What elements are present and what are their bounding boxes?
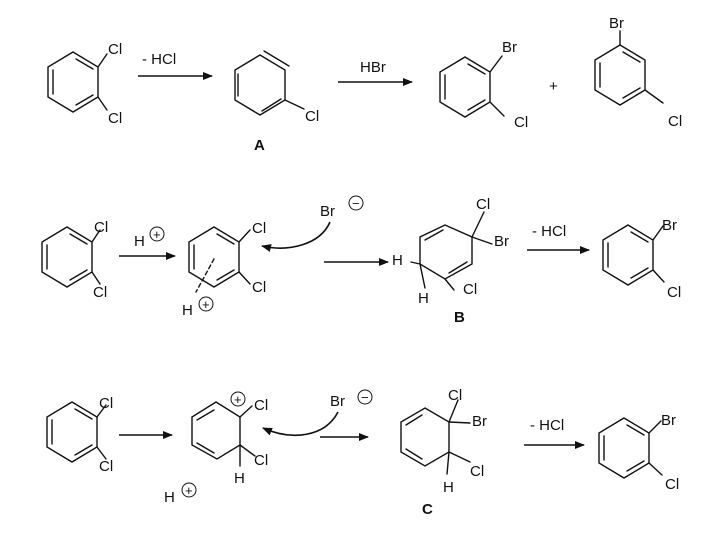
curved-attack-arrow xyxy=(262,411,339,436)
dichlorobenzene-row3: Cl Cl xyxy=(46,395,113,475)
hydrogen-atom: H xyxy=(418,290,429,307)
benzyne-a: Cl xyxy=(234,50,319,125)
chlorine-atom: Cl xyxy=(252,220,266,237)
chlorine-atom: Cl xyxy=(665,476,679,493)
negative-charge-icon xyxy=(357,389,373,405)
chlorine-atom: Cl xyxy=(667,284,681,301)
reagent-minus-hcl: - HCl xyxy=(142,51,176,68)
row-1-benzyne-pathway: Cl Cl - HCl Cl A HBr Br Cl + xyxy=(47,15,682,154)
charge-symbol: + xyxy=(234,392,242,407)
charge-symbol: + xyxy=(202,297,210,312)
positive-charge-icon xyxy=(149,226,165,242)
hydrogen-atom: H xyxy=(234,470,245,487)
charge-symbol: − xyxy=(361,390,369,405)
negative-charge-icon xyxy=(348,195,364,211)
charge-symbol: − xyxy=(352,196,360,211)
positive-charge-icon xyxy=(230,391,246,407)
bromine-atom: Br xyxy=(662,217,677,234)
bromine-atom: Br xyxy=(472,413,487,430)
compound-label-c: C xyxy=(422,501,433,518)
bromine-atom: Br xyxy=(494,233,509,250)
hydrogen-atom: H xyxy=(392,252,403,269)
bromochlorobenzene-product-row3: Br Cl xyxy=(598,412,679,493)
hydrogen-atom: H xyxy=(182,302,193,319)
plus-sign: + xyxy=(549,78,558,95)
dichlorobenzene-row1: Cl Cl xyxy=(47,41,122,127)
charge-symbol: + xyxy=(153,227,161,242)
reagent-hbr: HBr xyxy=(360,59,386,76)
chlorine-atom: Cl xyxy=(93,284,107,301)
pi-complex: Cl Cl H + xyxy=(182,220,266,319)
bromide-anion: Br xyxy=(320,203,335,220)
compound-label-a: A xyxy=(254,137,265,154)
positive-charge-icon xyxy=(181,482,197,498)
curved-attack-arrow xyxy=(261,221,331,252)
dichlorobenzene-row2: Cl Cl xyxy=(41,219,108,301)
proton-byproduct: H xyxy=(164,489,175,506)
row-2-protonation-pathway: Cl Cl H + Cl Cl H + Br − xyxy=(41,195,681,326)
arenium-cation: + Cl Cl H xyxy=(191,391,268,487)
row-3-arenium-pathway: Cl Cl + Cl Cl H H + Br − xyxy=(46,387,679,518)
intermediate-b: Cl Br Cl H H xyxy=(392,196,509,307)
reagent-minus-hcl: - HCl xyxy=(530,417,564,434)
chlorine-atom: Cl xyxy=(108,110,122,127)
hydrogen-atom: H xyxy=(443,479,454,496)
compound-label-b: B xyxy=(454,309,465,326)
bromochlorobenzene-ortho: Br Cl xyxy=(439,39,528,131)
chlorine-atom: Cl xyxy=(254,452,268,469)
chlorine-atom: Cl xyxy=(476,196,490,213)
chlorine-atom: Cl xyxy=(463,281,477,298)
proton-reagent: H xyxy=(134,233,145,250)
bromochlorobenzene-meta: Br Cl xyxy=(594,15,682,130)
bromine-atom: Br xyxy=(609,15,624,32)
bromide-anion: Br xyxy=(330,393,345,410)
chlorine-atom: Cl xyxy=(108,41,122,58)
bromochlorobenzene-product-row2: Br Cl xyxy=(602,217,681,301)
bromine-atom: Br xyxy=(502,39,517,56)
charge-symbol: + xyxy=(185,483,193,498)
chlorine-atom: Cl xyxy=(305,108,319,125)
chlorine-atom: Cl xyxy=(470,463,484,480)
chlorine-atom: Cl xyxy=(254,397,268,414)
chlorine-atom: Cl xyxy=(668,113,682,130)
chlorine-atom: Cl xyxy=(99,458,113,475)
chlorine-atom: Cl xyxy=(448,387,462,404)
reagent-minus-hcl: - HCl xyxy=(532,223,566,240)
bromine-atom: Br xyxy=(661,412,676,429)
chlorine-atom: Cl xyxy=(94,219,108,236)
intermediate-c: Cl Br Cl H xyxy=(400,387,487,496)
chlorine-atom: Cl xyxy=(514,114,528,131)
chlorine-atom: Cl xyxy=(99,395,113,412)
positive-charge-icon xyxy=(198,296,214,312)
chlorine-atom: Cl xyxy=(252,279,266,296)
